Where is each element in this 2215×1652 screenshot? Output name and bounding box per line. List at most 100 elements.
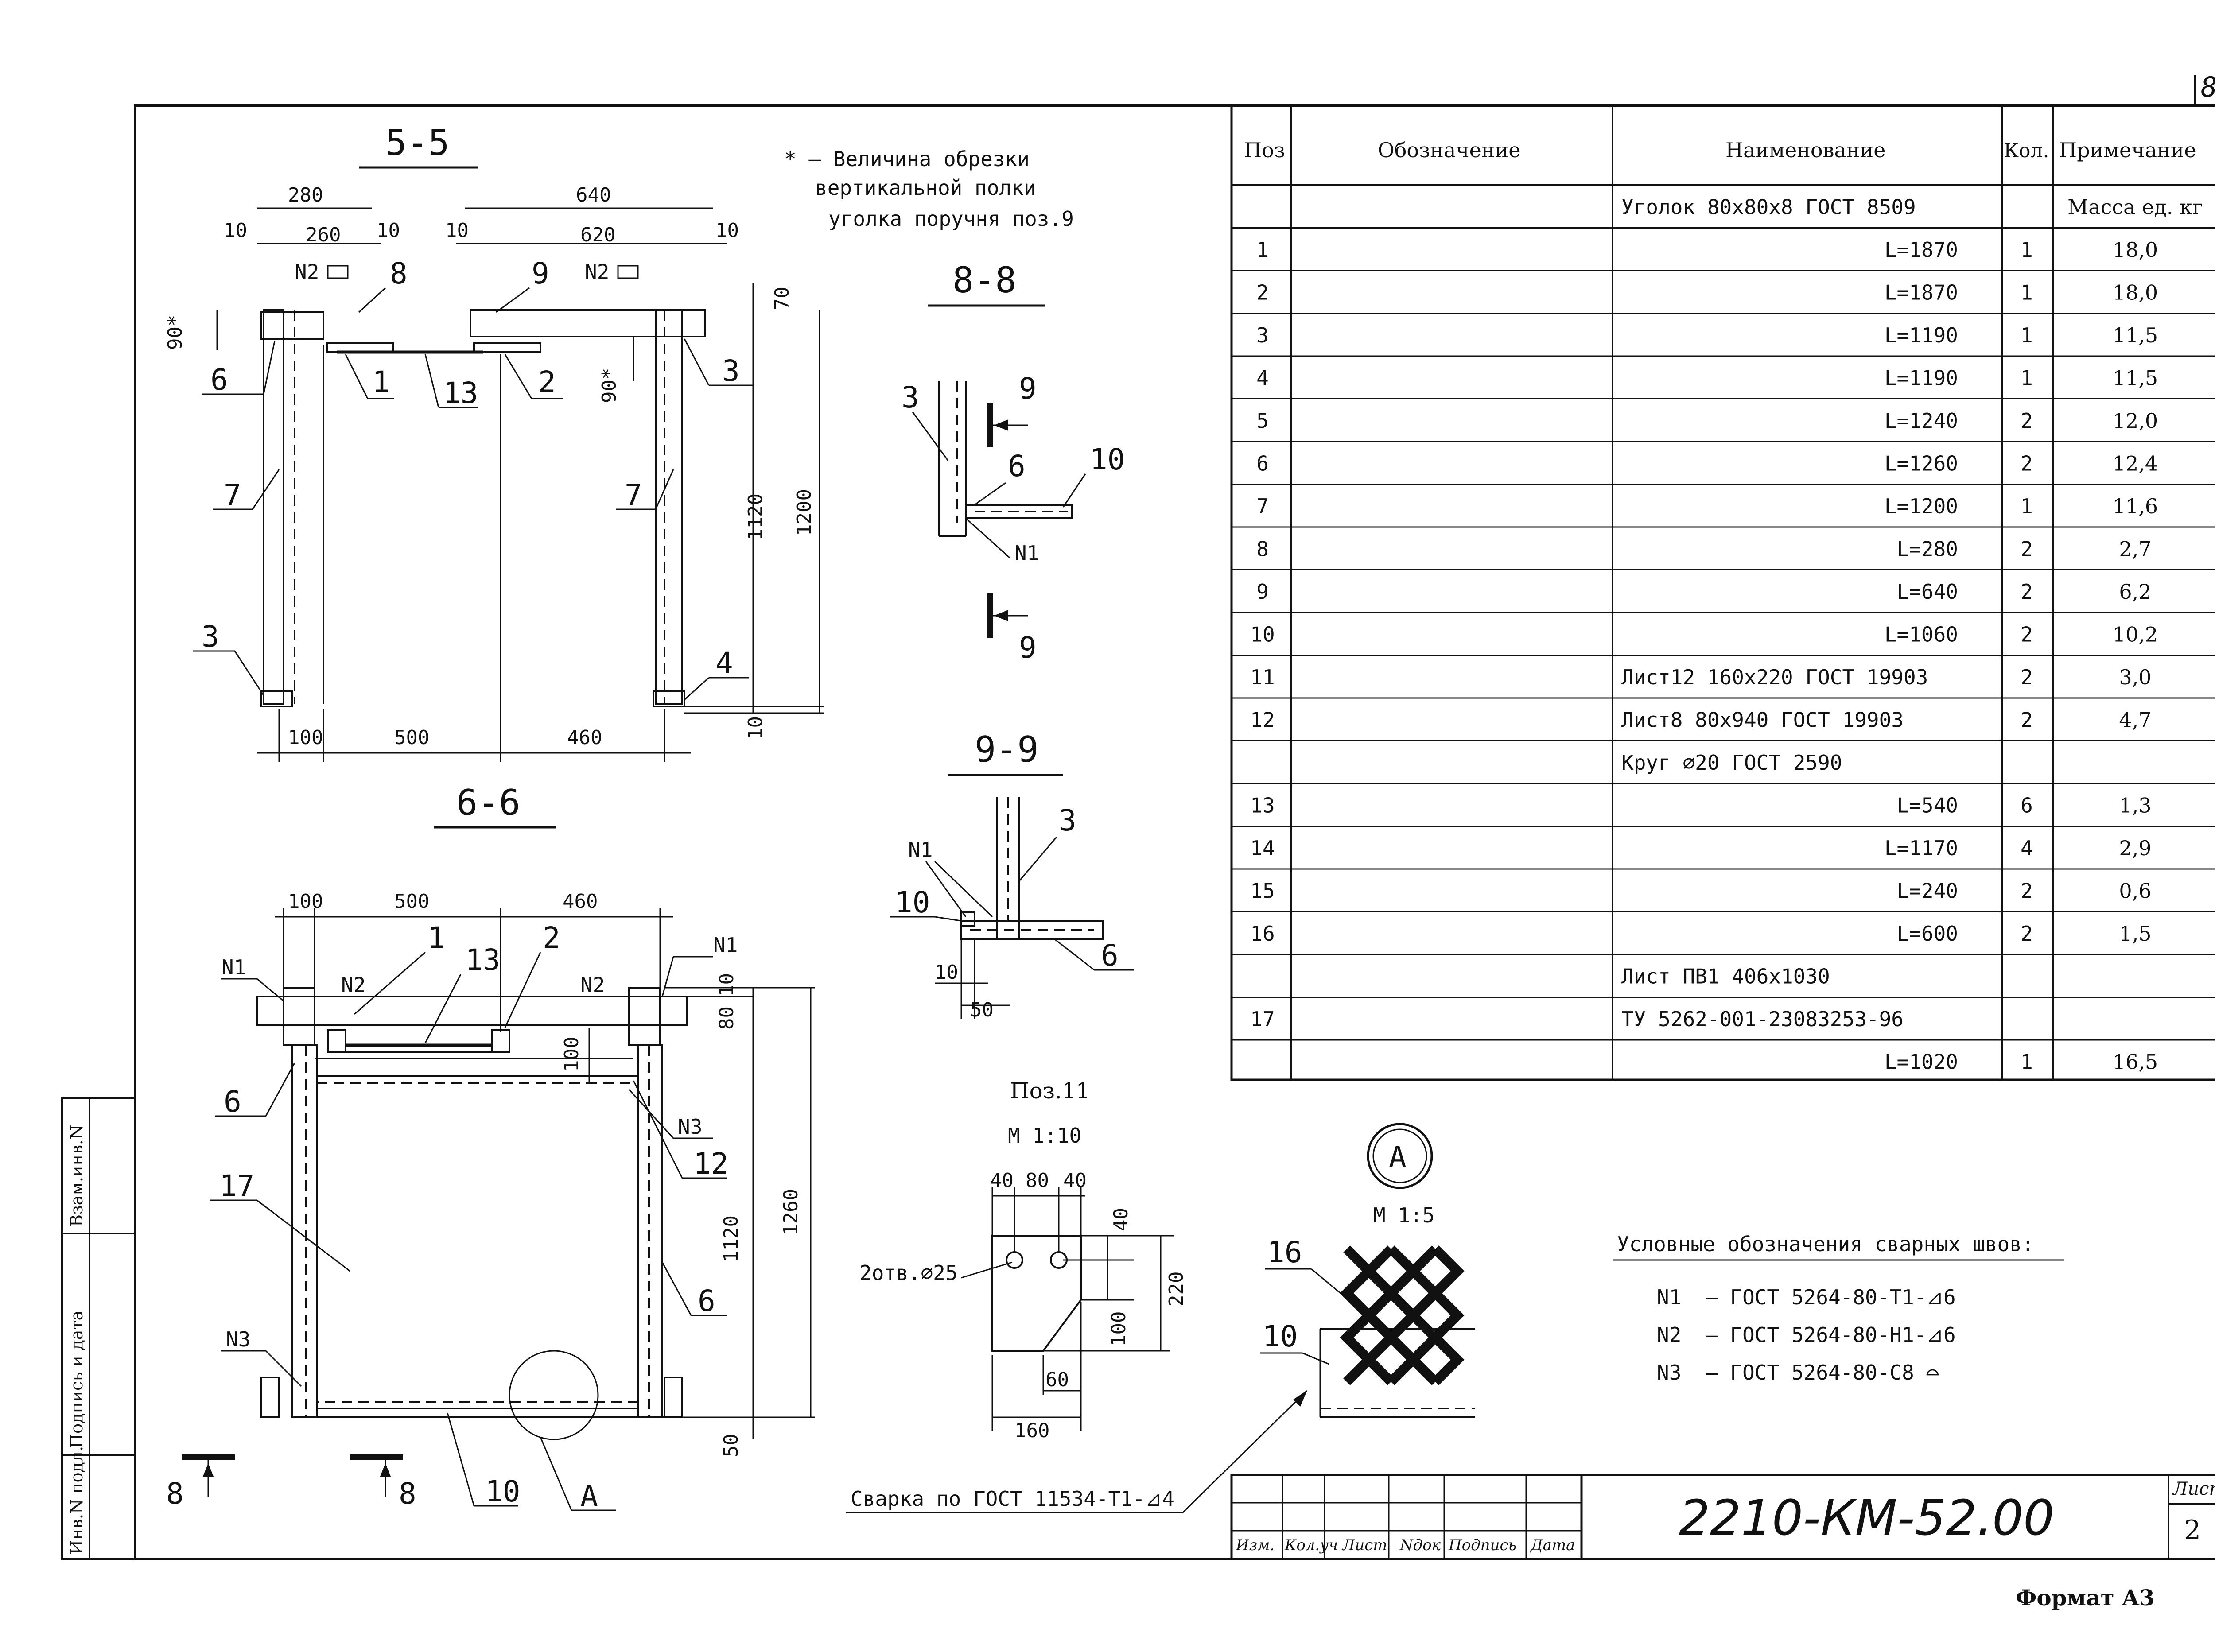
dim-10-bottom: 10 (744, 716, 767, 740)
section-5-5-title: 5-5 (385, 122, 450, 163)
label-pos-9: 9 (532, 256, 549, 291)
pos-11-dim-220: 220 (1165, 1272, 1188, 1307)
table-cell-name: L=1190 (1885, 366, 1958, 390)
weld-legend-text-3: – ГОСТ 5264-80-С8 ⌓ (1706, 1361, 1939, 1384)
title-block: Изм. Кол.уч Лист Nдок Подпись Дата 2210-… (1230, 1474, 2215, 1560)
table-cell-pos: 2 (1256, 281, 1269, 305)
table-cell-note: 6,2 (2119, 580, 2151, 604)
label-pos-7-right: 7 (625, 478, 642, 512)
table-cell-qty: 1 (2021, 1050, 2033, 1074)
dim-70: 70 (771, 287, 793, 310)
label-pos-13: 13 (443, 376, 478, 410)
weld-legend-text-2: – ГОСТ 5264-80-Н1-⊿6 (1706, 1323, 1956, 1347)
pos-11-dim-40b: 40 (1063, 1169, 1087, 1192)
table-cell-pos: 5 (1256, 409, 1269, 433)
tb-list-label: Лист (2172, 1479, 2215, 1499)
table-cell-pos: 6 (1256, 452, 1269, 476)
label-pos-1: 1 (372, 365, 390, 399)
dim-10b: 10 (377, 219, 400, 242)
label-6-pos-1: 1 (427, 921, 445, 955)
table-cell-note: 1,5 (2119, 922, 2151, 946)
dim-6-10: 10 (715, 973, 738, 997)
label-pos-4: 4 (715, 646, 733, 680)
weld-n2-left: N2 (295, 260, 319, 284)
table-cell-qty: 2 (2021, 665, 2033, 689)
table-cell-note: 11,5 (2113, 366, 2158, 390)
section-8-8: 8-8 3 6 10 N1 9 9 (902, 260, 1125, 665)
weld-legend-title: Условные обозначения сварных швов: (1617, 1232, 2034, 1256)
table-cell-note: 4,7 (2119, 708, 2151, 732)
th-note: Примечание (2059, 138, 2196, 162)
weld-n2-left-66: N2 (341, 973, 365, 997)
table-cell-pos: 7 (1256, 494, 1269, 518)
table-cell-pos: 4 (1256, 366, 1269, 390)
table-cell-name: L=1240 (1885, 409, 1958, 433)
dim-6-500: 500 (394, 890, 429, 913)
label-8-weld-n1: N1 (1014, 541, 1039, 565)
dim-6-80: 80 (715, 1006, 738, 1030)
label-9-pos-10: 10 (895, 885, 930, 919)
spec-table: Поз Обозначение Наименование Кол. Примеч… (1230, 104, 2215, 1081)
note-line-1: * – Величина обрезки (784, 147, 1030, 171)
table-cell-pos: 9 (1256, 580, 1269, 604)
table-cell-note: 3,0 (2119, 665, 2151, 689)
table-cell-name: L=1170 (1885, 836, 1958, 860)
weld-n1-right: N1 (713, 933, 738, 957)
side-stamp: Инв.N подл. Подпись и дата Взам.инв.N (61, 1097, 136, 1560)
pos-11-dim-60: 60 (1045, 1369, 1069, 1391)
table-cell-note: Масса ед. кг (2067, 195, 2203, 219)
label-6-pos-6-right: 6 (698, 1284, 715, 1318)
dim-6-100v: 100 (560, 1037, 583, 1072)
detail-a-pos-16: 16 (1267, 1235, 1302, 1269)
table-cell-name: L=1870 (1885, 281, 1958, 305)
weld-legend-code-1: N1 (1657, 1285, 1681, 1309)
note-line-3: уголка поручня поз.9 (828, 207, 1074, 231)
label-9-dim-50: 50 (970, 999, 994, 1021)
label-pos-6: 6 (210, 363, 228, 397)
table-cell-name: L=1190 (1885, 323, 1958, 347)
dim-6-1120: 1120 (720, 1215, 742, 1262)
label-pos-7-left: 7 (224, 478, 241, 512)
table-cell-name: L=640 (1897, 580, 1958, 604)
table-cell-pos: 13 (1250, 794, 1275, 818)
table-cell-qty: 6 (2021, 794, 2033, 818)
label-6-pos-2: 2 (543, 921, 560, 955)
tb-data: Дата (1530, 1536, 1575, 1554)
dim-460: 460 (567, 726, 602, 749)
weld-n2-right: N2 (585, 260, 609, 284)
table-cell-pos: 1 (1256, 238, 1269, 262)
label-6-pos-17: 17 (219, 1169, 254, 1203)
dim-620: 620 (580, 224, 615, 246)
table-cell-note: 12,4 (2113, 452, 2158, 476)
label-6-pos-13: 13 (465, 943, 500, 977)
th-designation: Обозначение (1378, 138, 1520, 162)
table-cell-note: 16,5 (2113, 1050, 2158, 1074)
sheet-frame (134, 104, 2215, 1560)
table-cell-qty: 2 (2021, 580, 2033, 604)
table-cell-note: 10,2 (2113, 623, 2158, 647)
pos-11-dim-100: 100 (1108, 1311, 1130, 1346)
stamp-inv-podl: Инв.N подл. (67, 1446, 86, 1555)
label-9-pos-6: 6 (1101, 938, 1119, 973)
table-cell-pos: 11 (1250, 665, 1275, 689)
weld-n3-left: N3 (226, 1327, 250, 1351)
pos-11-scale: М 1:10 (1008, 1124, 1081, 1148)
dim-640: 640 (576, 184, 611, 206)
table-cell-name: L=600 (1897, 922, 1958, 946)
pos-11-title: Поз.11 (1010, 1078, 1090, 1104)
dim-100: 100 (288, 726, 323, 749)
label-6-pos-6-left: 6 (224, 1085, 241, 1119)
table-cell-note: 2,7 (2119, 537, 2151, 561)
table-cell-qty: 1 (2021, 494, 2033, 518)
th-name: Наименование (1725, 138, 1885, 162)
table-cell-name: L=540 (1897, 794, 1958, 818)
table-cell-pos: 16 (1250, 922, 1275, 946)
sheet-number-corner: 87 (2201, 71, 2215, 103)
label-8-pos-10: 10 (1090, 442, 1125, 477)
format-label: Формат A3 (2016, 1585, 2155, 1611)
table-cell-note: 1,3 (2119, 794, 2151, 818)
dim-6-100: 100 (288, 890, 323, 913)
table-cell-note: 2,9 (2119, 836, 2151, 860)
table-cell-note: 18,0 (2113, 238, 2158, 262)
pos-11-dim-160: 160 (1014, 1419, 1049, 1442)
